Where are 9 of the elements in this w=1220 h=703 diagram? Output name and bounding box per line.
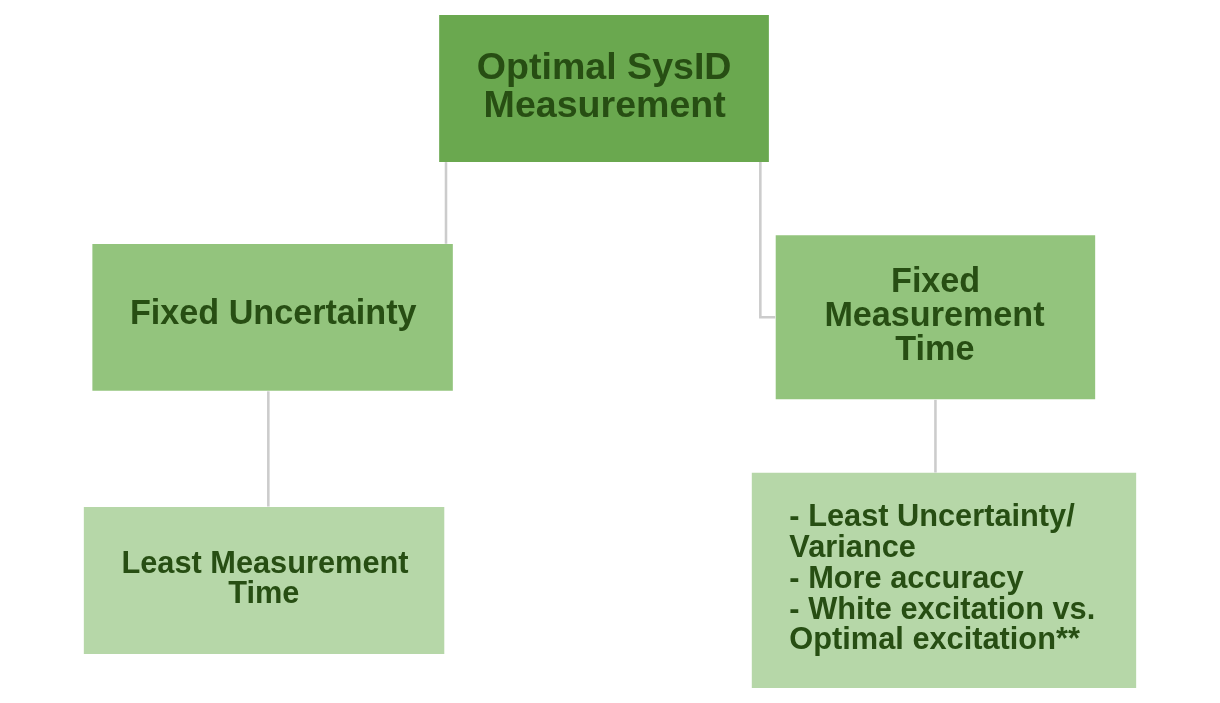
connector <box>267 391 270 507</box>
connector <box>759 162 776 319</box>
connector <box>444 162 448 244</box>
node-box: - Least Uncertainty/ Variance - More accuracy - White excitation vs. Optimal excitation** <box>751 472 1137 689</box>
node-box: Least Measurement Time <box>83 506 445 654</box>
node-box: Fixed Measurement Time <box>775 235 1096 400</box>
node-box: Optimal SysID Measurement <box>439 14 769 162</box>
connector <box>934 399 937 473</box>
node-box: Fixed Uncertainty <box>92 243 453 391</box>
